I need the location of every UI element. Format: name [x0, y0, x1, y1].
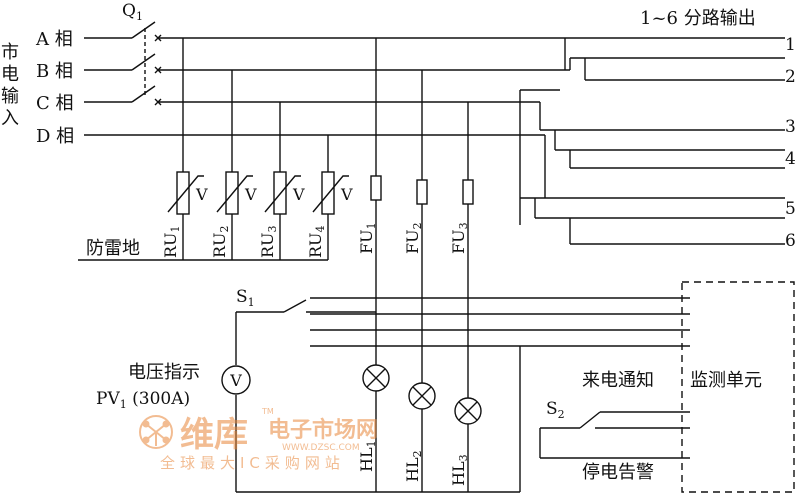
- voltmeter-label-line1: 电压指示: [128, 362, 200, 383]
- watermark-line2: 全球最大IC采购网站: [160, 454, 345, 472]
- fuse-fu1-body: [370, 175, 382, 201]
- svg-text:市: 市: [1, 42, 19, 63]
- output-1-label: 1: [785, 35, 796, 55]
- phase-b-label: B 相: [36, 61, 73, 82]
- s2-blade: [579, 411, 601, 429]
- fuse-fu3-body: [462, 179, 474, 205]
- svg-text:输: 输: [1, 86, 19, 107]
- breaker-contact-c: [131, 85, 156, 103]
- fuse-fu2-label: FU2: [403, 222, 424, 254]
- lamp-hl2-label: HL2: [403, 450, 424, 482]
- mains-input-title: 市 电 输 入: [1, 42, 19, 129]
- arrester-ru4-label: RU4: [306, 225, 327, 258]
- output-2-label: 2: [785, 67, 796, 87]
- svg-text:电: 电: [1, 64, 19, 85]
- output-3-label: 3: [785, 117, 796, 137]
- breaker-contact-a: [131, 21, 156, 39]
- arrester-ru3-label: RU3: [258, 225, 279, 258]
- watermark-brand: 维库: [180, 415, 248, 455]
- switch-s1-label: S1: [236, 287, 255, 309]
- phase-d-label: D 相: [36, 126, 74, 147]
- lightning-ground-label: 防雷地: [86, 238, 140, 259]
- watermark-url: WWW.DZSC.COM: [282, 443, 360, 453]
- arrester-ru1-varistor-mark: [167, 175, 204, 213]
- fuse-fu2-body: [416, 179, 428, 205]
- monitor-unit-title: 监测单元: [690, 370, 762, 391]
- s1-blade: [283, 299, 307, 313]
- watermark-line1: 电子市场网: [268, 417, 378, 443]
- watermark: 维库 TM 电子市场网 WWW.DZSC.COM 全球最大IC采购网站: [139, 407, 378, 472]
- breaker-contact-b: [131, 53, 156, 71]
- output-title: 1~6 分路输出: [640, 8, 756, 29]
- power-on-notice-label: 来电通知: [582, 370, 654, 391]
- arrester-ru4-v: V: [340, 185, 353, 204]
- arrester-ru2-varistor-mark: [216, 175, 253, 213]
- lamp-hl1-cross: [366, 368, 386, 388]
- lamp-hl3-cross: [458, 401, 478, 421]
- lamp-hl2-cross: [412, 386, 432, 406]
- voltmeter-symbol: V: [229, 371, 242, 390]
- watermark-tm: TM: [261, 407, 274, 416]
- output-4-label: 4: [785, 149, 796, 169]
- voltmeter-label-line2: PV1 (300A): [96, 389, 190, 411]
- arrester-ru1-v: V: [195, 185, 208, 204]
- lamp-hl1-label: HL1: [357, 440, 378, 472]
- arrester-ru4-varistor-mark: [312, 175, 349, 213]
- phase-c-label: C 相: [36, 93, 74, 114]
- fuse-fu3-label: FU3: [449, 222, 470, 254]
- output-6-label: 6: [785, 231, 796, 251]
- voltmeter-pv1: [221, 365, 251, 395]
- fuse-fu1-label: FU1: [357, 222, 378, 254]
- switch-s2-label: S2: [546, 399, 565, 421]
- breaker-q1-label: Q1: [122, 1, 143, 23]
- phase-a-label: A 相: [35, 29, 73, 50]
- power-off-alarm-label: 停电告警: [582, 462, 654, 483]
- monitor-unit-box: [681, 281, 795, 493]
- arrester-ru2-label: RU2: [210, 225, 231, 258]
- lamp-hl3-label: HL3: [449, 454, 470, 486]
- output-5-label: 5: [785, 199, 796, 219]
- arrester-ru3-v: V: [292, 185, 305, 204]
- watermark-logo-icon: [139, 415, 173, 449]
- arrester-ru1-label: RU1: [161, 225, 182, 258]
- svg-text:入: 入: [1, 108, 19, 129]
- arrester-ru3-varistor-mark: [264, 175, 301, 213]
- arrester-ru2-v: V: [244, 185, 257, 204]
